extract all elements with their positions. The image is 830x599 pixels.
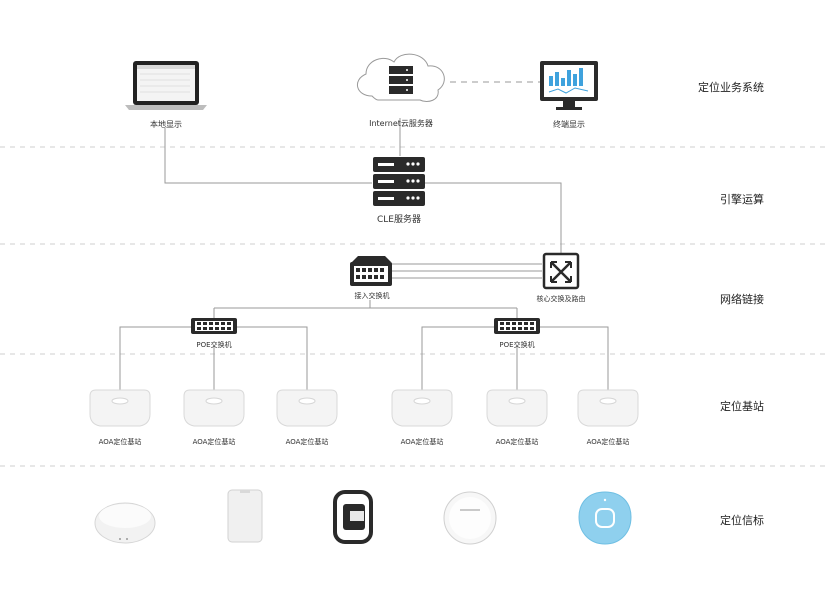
cle-server-icon (373, 157, 425, 206)
connections (119, 81, 609, 391)
poe-switch-left-icon (191, 318, 237, 334)
monitor-icon (540, 61, 598, 110)
layer-label-tag: 定位信标 (720, 513, 764, 527)
layer-label-station: 定位基站 (720, 399, 764, 413)
core-switch-label: 核心交换及路由 (537, 294, 586, 303)
local-display-label: 本地显示 (150, 119, 182, 129)
internet-server-label: Internet云服务器 (369, 118, 433, 128)
base-station-3 (276, 389, 338, 427)
base-station-1 (89, 389, 151, 427)
layer-label-business: 定位业务系统 (698, 80, 764, 94)
laptop-icon (125, 61, 207, 110)
round-white-tag-icon (94, 502, 156, 544)
base-station-label-5: AOA定位基站 (496, 437, 539, 446)
base-station-label-1: AOA定位基站 (99, 437, 142, 446)
poe-switch-right-label: POE交换机 (499, 340, 534, 349)
base-station-2 (183, 389, 245, 427)
base-station-6 (577, 389, 639, 427)
wristband-tag-icon (333, 490, 373, 544)
cloud-server-icon (357, 53, 445, 103)
core-switch-icon (542, 252, 580, 290)
card-tag-icon (227, 489, 263, 543)
base-station-label-4: AOA定位基站 (401, 437, 444, 446)
poe-switch-right-icon (494, 318, 540, 334)
layer-label-network: 网络链接 (720, 292, 764, 306)
base-station-4 (391, 389, 453, 427)
terminal-display-label: 终端显示 (553, 119, 585, 129)
base-station-5 (486, 389, 548, 427)
cle-server-label: CLE服务器 (377, 213, 421, 225)
access-switch-icon (350, 256, 392, 286)
disc-tag-icon (443, 491, 497, 545)
poe-switch-left-label: POE交换机 (196, 340, 231, 349)
access-switch-label: 接入交换机 (355, 291, 390, 300)
base-station-label-2: AOA定位基站 (193, 437, 236, 446)
base-station-label-3: AOA定位基站 (286, 437, 329, 446)
blue-button-tag-icon (578, 491, 632, 545)
layer-label-engine: 引擎运算 (720, 192, 764, 206)
base-station-label-6: AOA定位基站 (587, 437, 630, 446)
